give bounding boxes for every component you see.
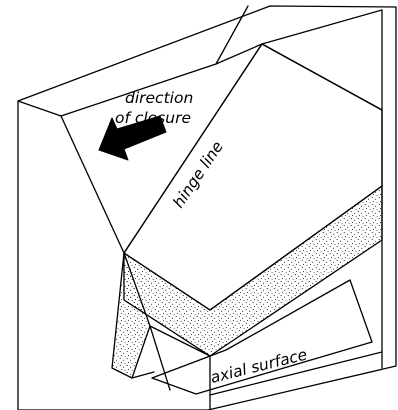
rear-limb-top xyxy=(216,6,248,64)
block-front-edge xyxy=(18,101,61,116)
rear-limb-right xyxy=(262,10,382,44)
upper-limb-slab xyxy=(124,44,382,310)
lower-limb-line-2 xyxy=(132,372,154,378)
stippled-bed-front xyxy=(124,186,382,356)
direction-label-line1: direction xyxy=(125,89,193,107)
axial-surface-label: axial surface xyxy=(209,345,309,386)
hinge-line-label: hinge line xyxy=(169,138,227,211)
direction-label-line2: of closure xyxy=(115,109,191,127)
